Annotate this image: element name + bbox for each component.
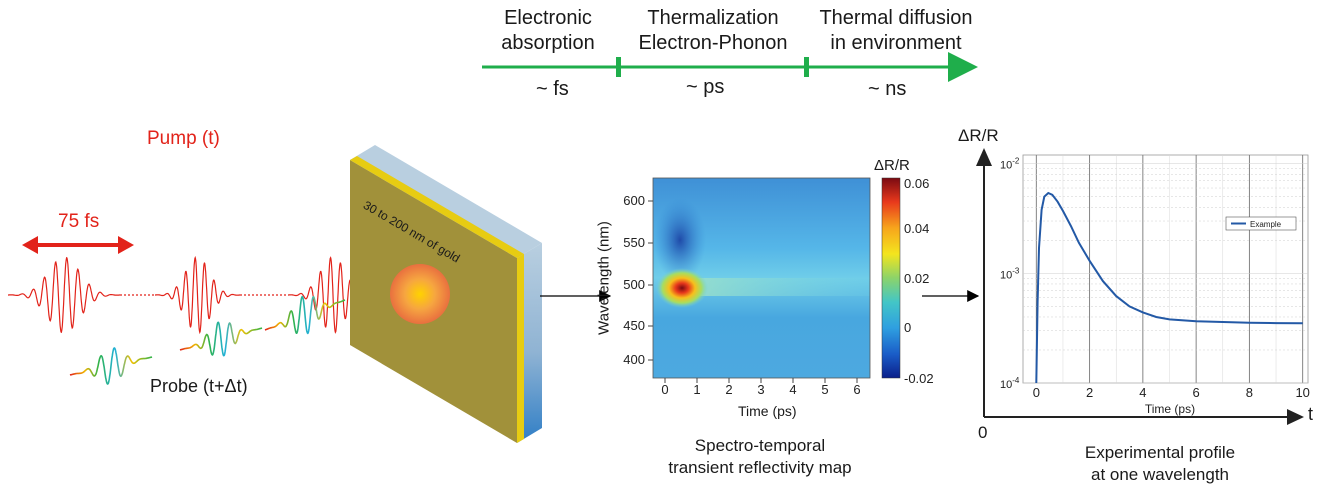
colorbar-tick-label: 0.04: [904, 221, 929, 236]
gold-film-edge: [350, 156, 524, 258]
plot-x-tick-label: 4: [1139, 385, 1146, 400]
map-peak-hotspot: [656, 268, 708, 308]
series-line-example: [1035, 191, 1303, 383]
map-x-tick-label: 2: [725, 382, 732, 397]
map-x-tick-label: 0: [661, 382, 668, 397]
colorbar-tick-label: 0: [904, 320, 911, 335]
map-caption-line2: transient reflectivity map: [668, 458, 852, 477]
profile-x-arrowhead: [1287, 409, 1304, 425]
pump-pulse: [8, 256, 120, 334]
map-x-tick-label: 5: [821, 382, 828, 397]
probe-pulse-train: [69, 295, 346, 385]
plot-grid: [1023, 155, 1308, 384]
map-x-tick-label: 1: [693, 382, 700, 397]
phase-line2: Electron-Phonon: [638, 32, 788, 54]
timeline-separator: [804, 57, 809, 77]
map-negative-region: [654, 198, 706, 282]
profile-caption: Experimental profile at one wavelength: [1040, 442, 1280, 486]
pulse-width-label: 75 fs: [58, 211, 100, 232]
phase-line1: Thermal diffusion: [819, 7, 973, 29]
map-ylabel: Wavelength (nm): [595, 221, 613, 335]
colorbar-ticks: 0.06 0.04 0.02 0 -0.02: [904, 176, 934, 386]
scale-fs: ~ fs: [536, 78, 569, 100]
reflectivity-map: 600 550 500 450 400 0 1 2 3 4 5 6 0.06 0.04 0.02 0 -0.…: [623, 176, 933, 397]
gold-film-side: [517, 254, 524, 443]
legend-box: [1225, 216, 1297, 231]
pulse-width-arrowhead-left: [22, 236, 38, 254]
pump-label: Pump (t): [147, 128, 220, 149]
profile-origin: 0: [978, 423, 988, 442]
phase-line2: in environment: [830, 32, 962, 54]
probe-pulse: [69, 347, 153, 385]
timeline: [482, 52, 978, 82]
timeline-separator: [616, 57, 621, 77]
scale-ns: ~ ns: [868, 78, 907, 100]
pump-spot: [390, 264, 450, 324]
phase-diffusion-label: Thermal diffusion in environment: [800, 6, 992, 56]
phase-thermalization-label: Thermalization Electron-Phonon: [622, 6, 804, 56]
plate-top: [350, 145, 542, 258]
map-y-tick-label: 500: [623, 277, 645, 292]
pump-pulse-train: [8, 236, 417, 335]
map-band-tail: [690, 278, 870, 296]
probe-pulse: [264, 295, 346, 335]
map-x-ticks: 0 1 2 3 4 5 6: [661, 378, 861, 397]
plot-x-tick-label: 6: [1193, 385, 1200, 400]
phase-line1: Electronic: [504, 7, 592, 29]
map-y-tick-label: 400: [623, 352, 645, 367]
map-y-tick-label: 450: [623, 318, 645, 333]
phase-electronic-label: Electronic absorption: [474, 6, 622, 56]
gold-sample-plate: [350, 145, 542, 443]
plot-x-tick-label: 10: [1295, 385, 1309, 400]
map-y-ticks: 600 550 500 450 400: [623, 193, 653, 367]
plot-x-tick-label: 2: [1086, 385, 1093, 400]
map-y-tick-label: 550: [623, 235, 645, 250]
plot-xlabel: Time (ps): [1145, 402, 1195, 416]
map-x-tick-label: 4: [789, 382, 796, 397]
plot-y-tick-label: 10-3: [1000, 266, 1020, 281]
legend-label: Example: [1250, 220, 1282, 229]
phase-line1: Thermalization: [647, 7, 779, 29]
map-y-tick-label: 600: [623, 193, 645, 208]
profile-plot: 0 2 4 6 8 10 10-2 10-3 10-4 Example Time (ps): [976, 148, 1310, 425]
map-xlabel: Time (ps): [738, 403, 797, 419]
plot-ticks: 0 2 4 6 8 10 10-2 10-3 10-4: [1000, 157, 1310, 400]
plot-y-tick-label: 10-4: [1000, 376, 1020, 391]
colorbar-tick-label: -0.02: [904, 371, 934, 386]
map-caption: Spectro-temporal transient reflectivity …: [640, 435, 880, 479]
map-caption-line1: Spectro-temporal: [694, 436, 826, 455]
map-x-tick-label: 6: [853, 382, 860, 397]
profile-xlabel: t: [1308, 404, 1314, 424]
plot-area: [1022, 154, 1309, 384]
scale-ps: ~ ps: [686, 76, 725, 98]
colorbar-title: ΔR/R: [874, 157, 910, 174]
plot-x-tick-label: 8: [1246, 385, 1253, 400]
profile-caption-line1: Experimental profile: [1084, 443, 1236, 462]
plot-x-tick-label: 0: [1033, 385, 1040, 400]
pulse-width-arrowhead-right: [118, 236, 134, 254]
colorbar: [881, 177, 901, 379]
profile-y-arrowhead: [976, 148, 992, 166]
phase-line2: absorption: [501, 32, 595, 54]
probe-label: Probe (t+Δt): [150, 376, 248, 396]
probe-pulse: [179, 321, 263, 357]
profile-caption-line2: at one wavelength: [1091, 465, 1229, 484]
colorbar-tick-label: 0.02: [904, 271, 929, 286]
map-x-tick-label: 3: [757, 382, 764, 397]
plot-y-tick-label: 10-2: [1000, 157, 1020, 172]
profile-ylabel: ΔR/R: [958, 126, 999, 145]
pump-pulse: [155, 255, 240, 335]
colorbar-tick-label: 0.06: [904, 176, 929, 191]
